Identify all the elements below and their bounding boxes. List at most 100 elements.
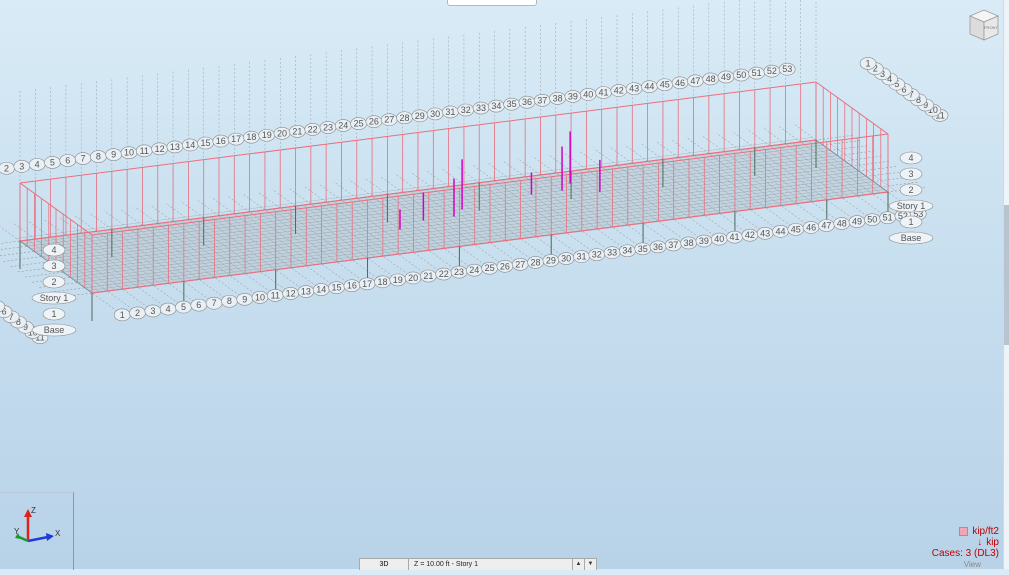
grid-bubble-back[interactable]: 33	[472, 101, 490, 115]
grid-bubble-front[interactable]: 51	[879, 211, 896, 225]
grid-bubble-front[interactable]: 37	[665, 238, 682, 252]
grid-bubble-front[interactable]: 11	[267, 289, 284, 302]
grid-bubble-back[interactable]: 48	[702, 72, 719, 86]
grid-bubble-back[interactable]: 13	[166, 140, 184, 154]
grid-bubble-front[interactable]: 45	[787, 223, 805, 236]
grid-bubble-front[interactable]: 21	[420, 269, 437, 283]
grid-bubble-back[interactable]: 53	[778, 62, 796, 76]
grid-bubble-back[interactable]: 32	[457, 103, 475, 117]
grid-bubble-front[interactable]: 46	[802, 221, 820, 234]
grid-bubble-back[interactable]: 51	[748, 66, 765, 80]
grid-bubble-front[interactable]: 44	[772, 225, 789, 238]
grid-bubble-front[interactable]: 31	[573, 250, 590, 263]
grid-bubble-front[interactable]: 26	[496, 259, 514, 273]
grid-bubble-back[interactable]: 35	[503, 97, 520, 111]
grid-bubble-front[interactable]: 12	[282, 287, 299, 300]
grid-bubble-front[interactable]: 8	[221, 294, 238, 308]
grid-bubble-front[interactable]: 32	[588, 248, 606, 261]
grid-bubble-front[interactable]: 49	[848, 215, 866, 228]
grid-bubble-front[interactable]: 20	[404, 271, 422, 285]
grid-bubble-front[interactable]: 6	[190, 298, 208, 312]
grid-bubble-front[interactable]: 13	[297, 285, 315, 298]
grid-bubble-back[interactable]: 44	[641, 80, 658, 93]
grid-bubble-back[interactable]: 42	[610, 84, 628, 97]
grid-bubble-back[interactable]: 28	[396, 111, 413, 125]
grid-bubble-front[interactable]: 22	[435, 267, 453, 281]
grid-bubble-front[interactable]: 16	[343, 279, 361, 293]
grid-bubble-back[interactable]: 5	[44, 156, 61, 169]
grid-bubble-back[interactable]: 36	[518, 95, 536, 109]
grid-bubble-front[interactable]: 25	[481, 261, 498, 275]
grid-bubble-left[interactable]: 5	[0, 300, 6, 313]
grid-bubble-front[interactable]: 41	[726, 230, 743, 244]
grid-bubble-back[interactable]: 49	[717, 70, 735, 84]
grid-bubble-back[interactable]: 17	[227, 132, 245, 146]
level-label-right[interactable]: 2	[899, 183, 923, 197]
grid-bubble-front[interactable]: 43	[756, 226, 774, 240]
grid-bubble-front[interactable]: 35	[634, 242, 652, 256]
level-label-right[interactable]: Story 1	[888, 199, 934, 213]
grid-bubble-back[interactable]: 18	[243, 130, 260, 144]
view-cube[interactable]: FRONT	[966, 6, 1002, 46]
grid-bubble-back[interactable]: 47	[687, 74, 704, 88]
grid-bubble-back[interactable]: 4	[28, 158, 46, 171]
top-tab-control[interactable]	[447, 0, 537, 6]
grid-bubble-back[interactable]: 24	[334, 119, 352, 132]
level-label-right[interactable]: 3	[899, 167, 923, 181]
grid-bubble-back[interactable]: 25	[350, 117, 367, 130]
grid-bubble-back[interactable]: 14	[181, 138, 199, 152]
view-cube-front[interactable]	[983, 15, 999, 41]
level-label-left[interactable]: 1	[42, 307, 66, 321]
level-label-right[interactable]: 1	[899, 215, 923, 229]
level-up-button[interactable]: ▲	[572, 559, 584, 570]
grid-bubble-back[interactable]: 23	[319, 121, 337, 134]
grid-bubble-back[interactable]: 22	[304, 123, 321, 136]
level-label-left[interactable]: Story 1	[31, 291, 77, 305]
grid-bubble-back[interactable]: 45	[656, 78, 674, 92]
grid-bubble-front[interactable]: 28	[527, 256, 544, 269]
grid-bubble-back[interactable]: 31	[442, 105, 459, 119]
level-label-left[interactable]: 4	[42, 243, 66, 257]
grid-bubble-front[interactable]: 33	[603, 246, 621, 259]
grid-bubble-front[interactable]: 9	[236, 293, 254, 306]
grid-bubble-back[interactable]: 9	[105, 148, 122, 161]
level-label-right[interactable]: 4	[899, 151, 923, 165]
grid-bubble-back[interactable]: 30	[426, 107, 444, 121]
grid-bubble-back[interactable]: 8	[90, 150, 107, 163]
grid-bubble-front[interactable]: 34	[619, 244, 636, 258]
level-label-right[interactable]: Base	[888, 231, 934, 245]
grid-bubble-front[interactable]: 23	[450, 265, 468, 279]
grid-bubble-front[interactable]: 10	[251, 291, 269, 304]
grid-bubble-back[interactable]: 12	[151, 142, 168, 156]
grid-bubble-back[interactable]: 10	[120, 146, 138, 160]
grid-bubble-back[interactable]: 6	[59, 154, 77, 167]
grid-bubble-front[interactable]: 18	[374, 275, 391, 289]
grid-bubble-front[interactable]: 40	[710, 232, 728, 246]
grid-bubble-front[interactable]: 36	[649, 240, 667, 254]
grid-bubble-front[interactable]: 29	[542, 254, 560, 267]
grid-bubble-front[interactable]: 38	[680, 236, 697, 250]
grid-bubble-front[interactable]: 39	[695, 234, 713, 248]
vertical-scrollbar[interactable]	[1003, 0, 1009, 569]
grid-bubble-front[interactable]: 3	[144, 304, 162, 318]
grid-bubble-back[interactable]: 26	[365, 115, 383, 128]
grid-bubble-back[interactable]: 2	[0, 161, 15, 175]
grid-bubble-back[interactable]: 37	[533, 93, 551, 107]
grid-bubble-back[interactable]: 40	[579, 88, 597, 101]
grid-bubble-back[interactable]: 38	[549, 92, 566, 105]
level-down-button[interactable]: ▼	[584, 559, 596, 570]
grid-bubble-back[interactable]: 7	[74, 152, 92, 165]
grid-bubble-back[interactable]: 50	[732, 68, 750, 82]
grid-bubble-front[interactable]: 24	[466, 263, 483, 277]
grid-bubble-back[interactable]: 15	[197, 136, 214, 150]
grid-bubble-front[interactable]: 17	[358, 277, 376, 291]
grid-bubble-back[interactable]: 27	[380, 113, 398, 126]
grid-bubble-front[interactable]: 42	[741, 228, 759, 242]
grid-bubble-front[interactable]: 48	[833, 217, 851, 230]
grid-bubble-back[interactable]: 20	[273, 126, 291, 140]
grid-bubble-front[interactable]: 4	[159, 302, 177, 316]
grid-bubble-front[interactable]: 47	[818, 219, 835, 232]
grid-bubble-back[interactable]: 3	[13, 160, 31, 173]
grid-bubble-back[interactable]: 34	[488, 99, 505, 113]
